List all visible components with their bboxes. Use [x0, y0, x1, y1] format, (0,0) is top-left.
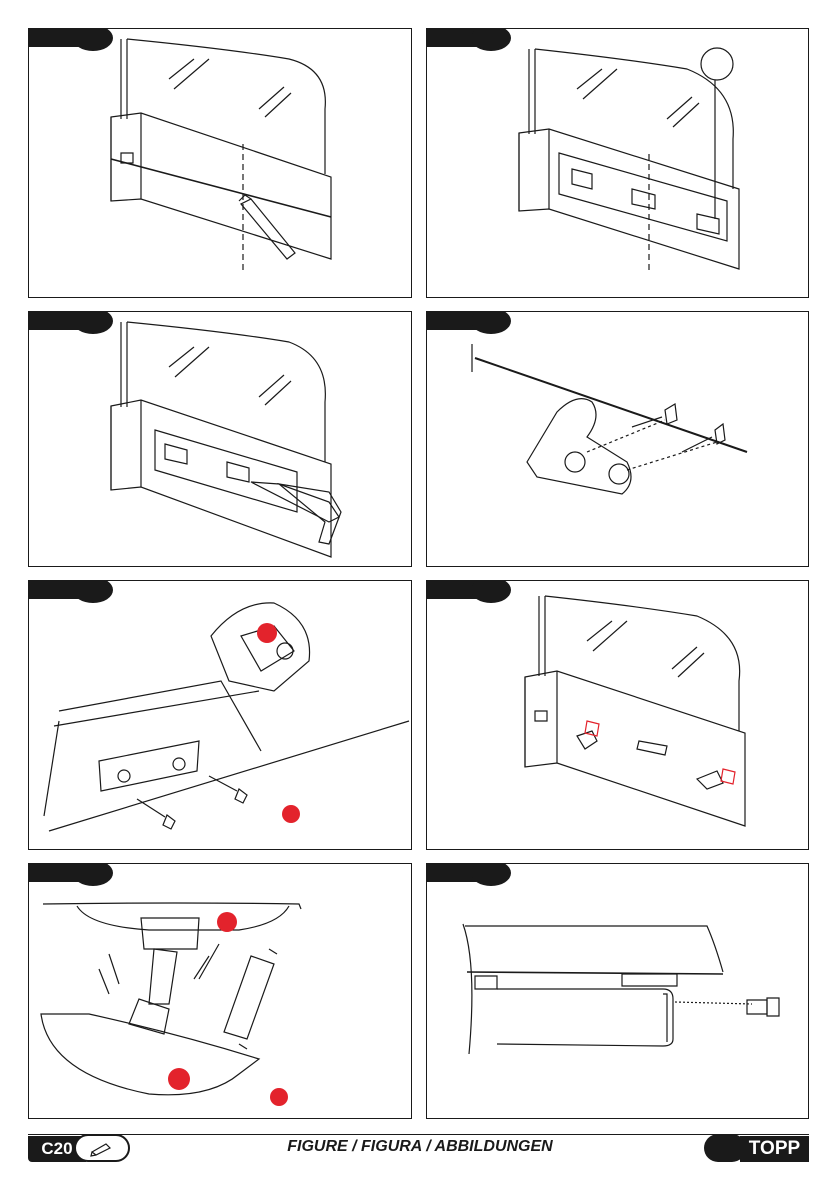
- instruction-panel-7: [28, 863, 412, 1119]
- marker-dot: [217, 912, 237, 932]
- drilling-icon: [29, 312, 412, 567]
- glass-marking-icon: [29, 29, 412, 298]
- hinge-screw-icon: [427, 312, 809, 567]
- marker-dot: [168, 1068, 190, 1090]
- bracket-fixing-icon: [29, 581, 412, 850]
- profile-template-icon: [427, 29, 809, 298]
- grub-screw-icon: [427, 864, 809, 1119]
- brand-logo: TOPP: [740, 1136, 809, 1162]
- instruction-panel-5: [28, 580, 412, 850]
- footer-rule: [28, 1134, 809, 1135]
- marker-dot: [257, 623, 277, 643]
- instruction-panel-4: [426, 311, 809, 567]
- bracket-position-icon: [427, 581, 809, 850]
- pencil-icon: [74, 1134, 130, 1162]
- instruction-panel-2: [426, 28, 809, 298]
- instruction-panel-3: [28, 311, 412, 567]
- marker-dot: [270, 1088, 288, 1106]
- footer-title: FIGURE / FIGURA / ABBILDUNGEN: [200, 1138, 640, 1156]
- instruction-panel-1: [28, 28, 412, 298]
- arm-mounting-icon: [29, 864, 412, 1119]
- instruction-panel-6: [426, 580, 809, 850]
- marker-dot: [282, 805, 300, 823]
- instruction-panel-8: [426, 863, 809, 1119]
